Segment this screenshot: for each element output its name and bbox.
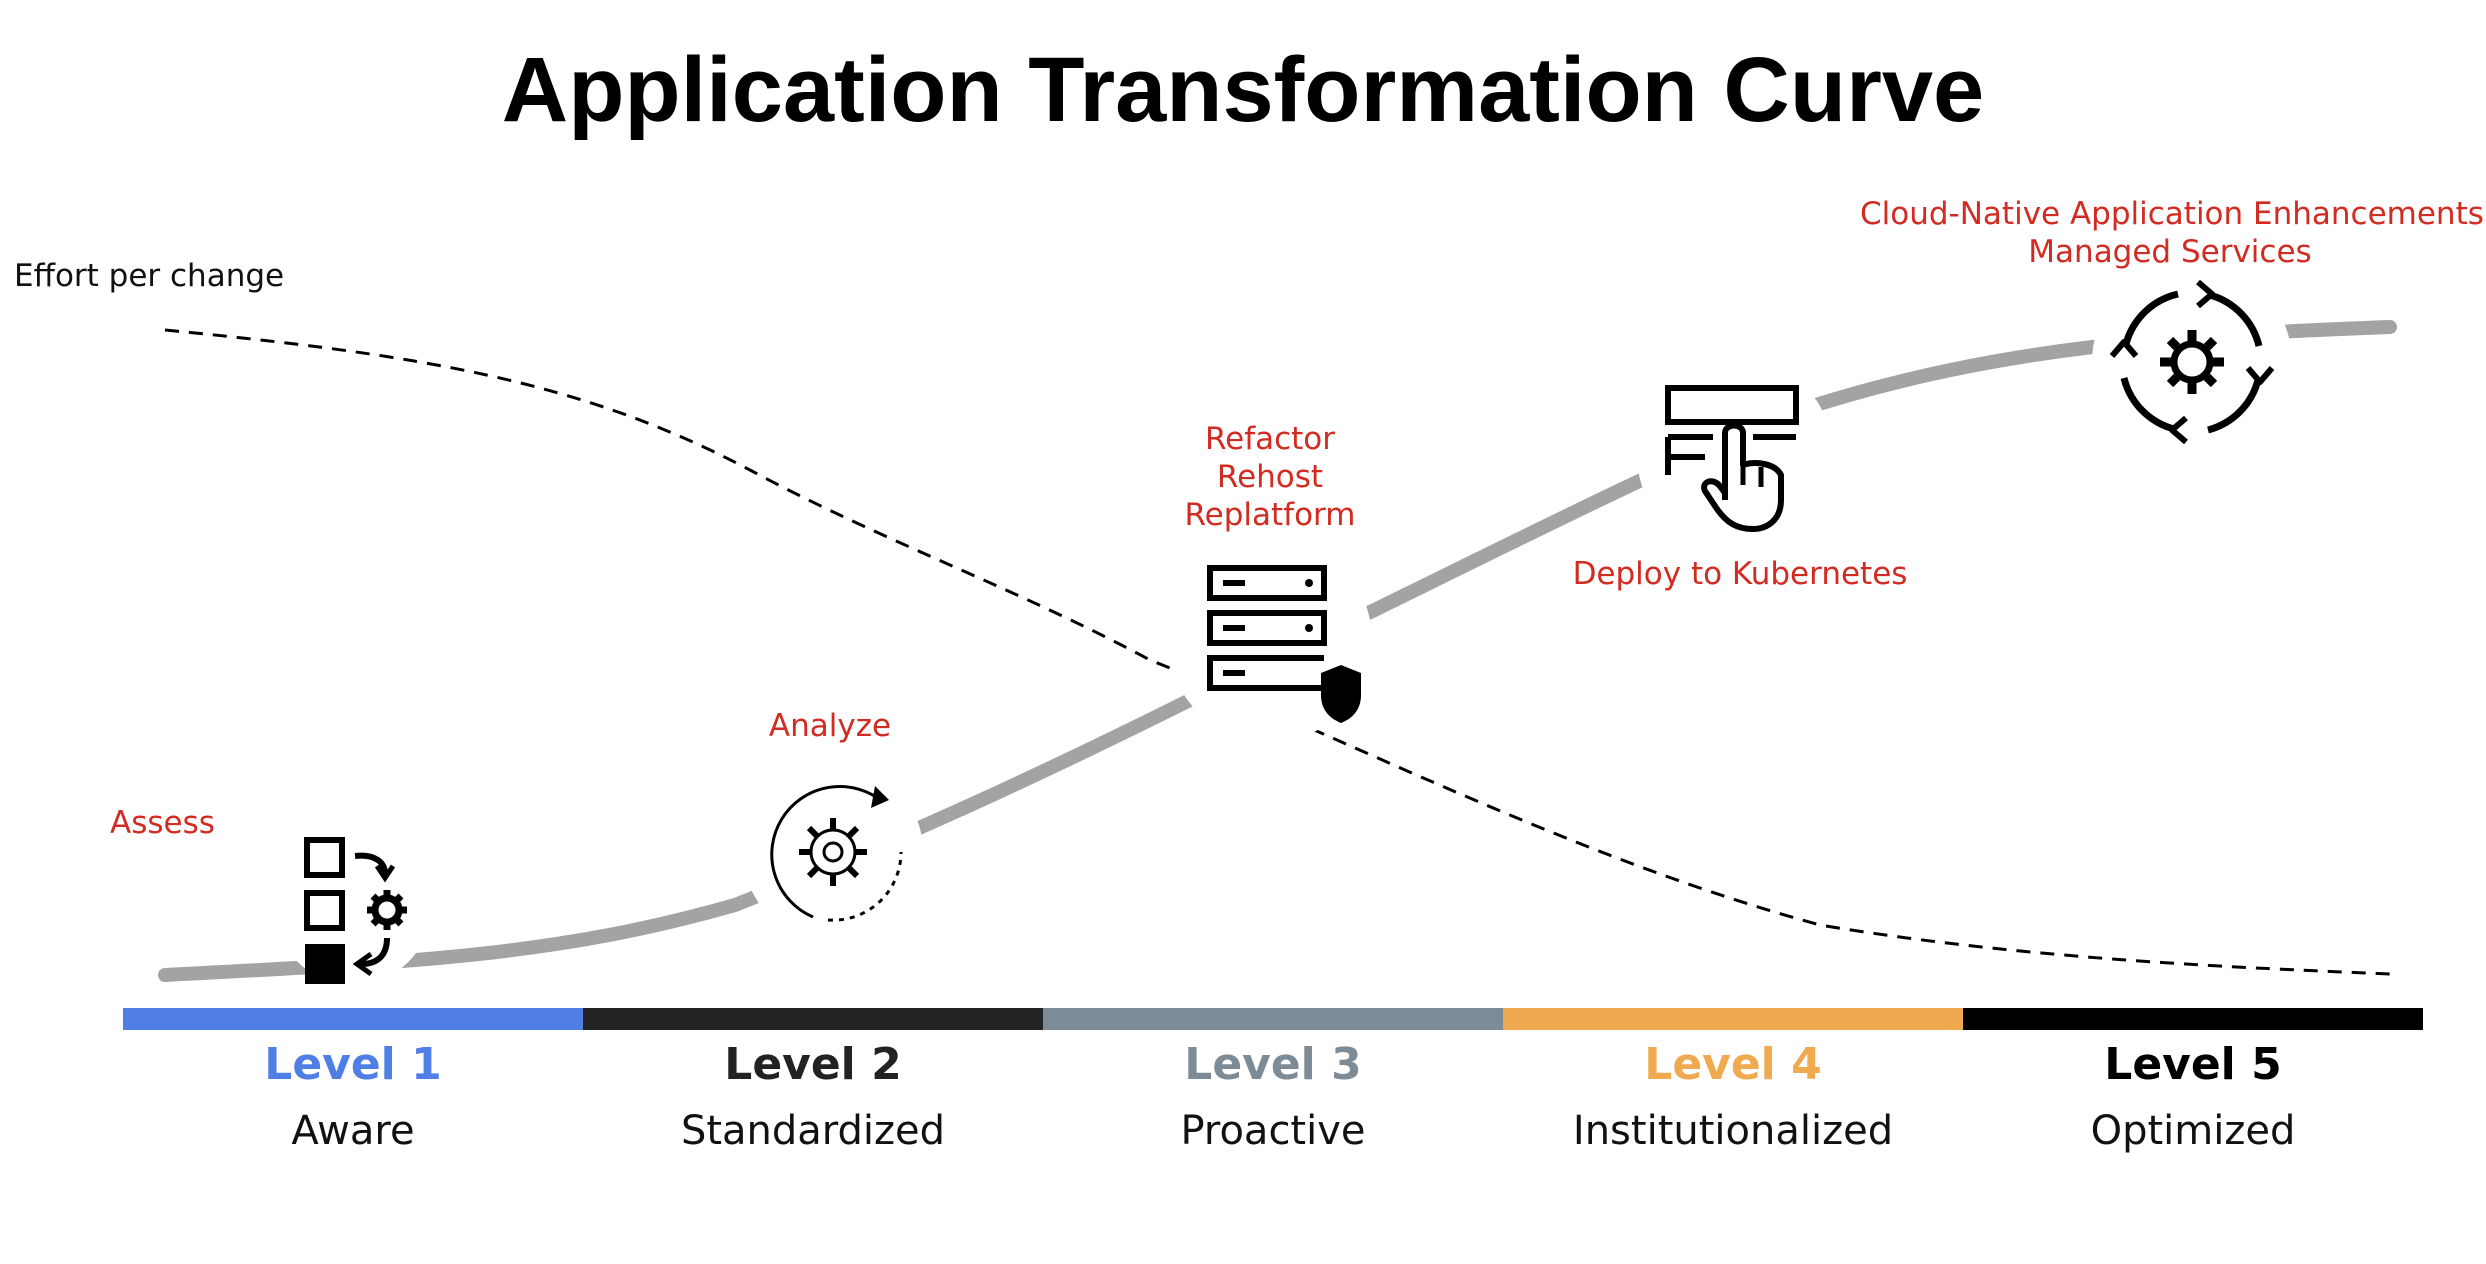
level-bar-1 — [123, 1008, 583, 1030]
level-4-name: Level 4 — [1644, 1039, 1822, 1090]
touch-panel-icon — [1665, 385, 1799, 532]
level-3-name: Level 3 — [1184, 1039, 1362, 1090]
step-label-cloud-group: Cloud-Native Application Enhancements Ma… — [1860, 195, 2484, 271]
level-column-4: Level 4 Institutionalized — [1503, 1035, 1963, 1161]
level-column-3: Level 3 Proactive — [1043, 1035, 1503, 1161]
level-bar-2 — [583, 1008, 1043, 1030]
page-title: Application Transformation Curve — [501, 39, 1985, 141]
level-bar-3 — [1043, 1008, 1503, 1030]
effort-axis-label: Effort per change — [14, 258, 285, 294]
level-bar-5 — [1963, 1008, 2423, 1030]
icon-halo-assess — [275, 829, 431, 985]
level-bar-4 — [1503, 1008, 1963, 1030]
step-label-rehost: Rehost — [1216, 459, 1324, 495]
server-shield-icon — [1207, 565, 1361, 723]
icon-halo-deploy — [1637, 357, 1833, 553]
level-5-desc: Optimized — [2090, 1108, 2296, 1154]
step-label-replatform: Replatform — [1184, 497, 1356, 533]
level-column-2: Level 2 Standardized — [583, 1035, 1043, 1161]
step-label-refactor: Refactor — [1204, 421, 1336, 457]
level-column-1: Level 1 Aware — [123, 1035, 583, 1161]
step-label-managed-services: Managed Services — [2028, 234, 2312, 270]
level-3-desc: Proactive — [1180, 1108, 1366, 1154]
level-5-name: Level 5 — [2104, 1039, 2282, 1090]
icon-halo-analyze — [743, 762, 923, 942]
level-column-5: Level 5 Optimized — [1963, 1035, 2423, 1161]
checklist-gear-icon — [304, 837, 407, 984]
level-1-name: Level 1 — [264, 1039, 442, 1090]
step-label-cloud-native: Cloud-Native Application Enhancements — [1860, 196, 2484, 232]
step-label-refactor-group: Refactor Rehost Replatform — [1120, 420, 1420, 534]
step-label-deploy: Deploy to Kubernetes — [1572, 556, 1908, 592]
icon-halo-cloud — [2092, 262, 2292, 462]
step-label-assess: Assess — [110, 805, 215, 841]
gear-cycle-icon — [770, 785, 903, 922]
level-2-desc: Standardized — [680, 1108, 946, 1154]
effort-curve — [164, 328, 2391, 976]
level-1-desc: Aware — [291, 1108, 415, 1154]
level-4-desc: Institutionalized — [1572, 1108, 1894, 1154]
step-label-analyze: Analyze — [768, 708, 892, 744]
level-2-name: Level 2 — [724, 1039, 902, 1090]
gear-arrows-icon — [2109, 279, 2275, 445]
